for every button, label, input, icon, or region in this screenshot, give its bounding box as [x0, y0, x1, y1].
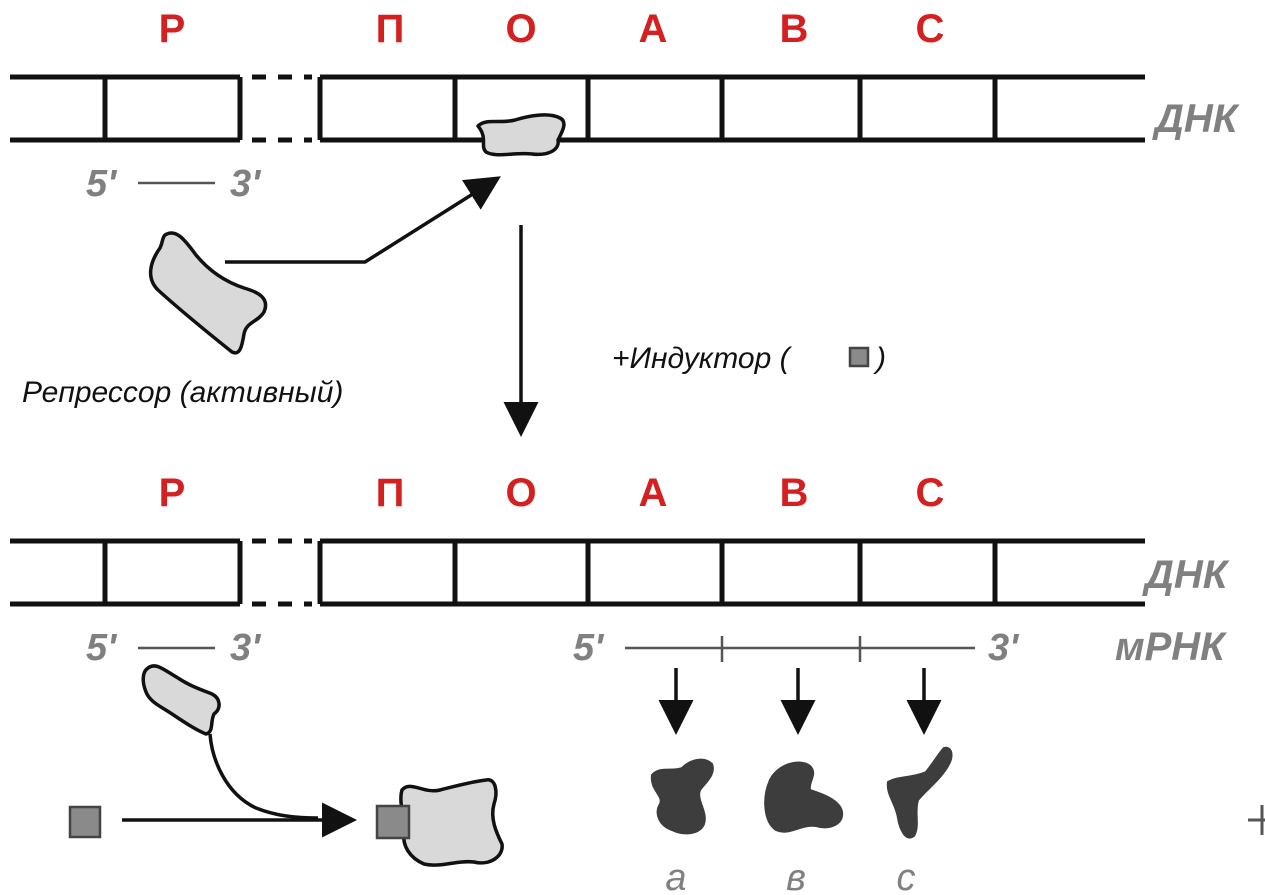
- gene-label-b: В: [780, 7, 809, 51]
- protein-a-label: а: [665, 857, 686, 895]
- active-repressor-shape: [148, 231, 268, 355]
- dna-label-bottom: ДНК: [1142, 553, 1230, 597]
- gene-label-promoter-bottom: П: [376, 471, 405, 515]
- gene-label-a: А: [639, 7, 668, 51]
- gene-label-promoter: П: [376, 7, 405, 51]
- gene-label-a-bottom: А: [639, 471, 668, 515]
- bottom-dna-strand: [10, 538, 1145, 607]
- three-prime-label-bottom: 3': [230, 627, 262, 669]
- bottom-gene-labels: Р П О А В С: [159, 471, 945, 515]
- top-gene-labels: Р П О А В С: [159, 7, 945, 51]
- top-prime-labels: 5' 3': [86, 163, 262, 205]
- protein-c-shape: [886, 746, 953, 839]
- gene-label-operator: О: [505, 7, 536, 51]
- mrna-three-prime: 3': [988, 627, 1020, 669]
- repressor-caption: Репрессор (активный): [22, 376, 343, 409]
- five-prime-label-bottom: 5': [86, 627, 118, 669]
- detached-repressor-shape: [141, 664, 221, 736]
- dna-label-top: ДНК: [1152, 97, 1240, 141]
- inducer-legend-square: [848, 346, 870, 368]
- protein-b-shape: [764, 761, 844, 833]
- top-dna-strand: [10, 74, 1145, 143]
- mrna-label: мРНК: [1115, 625, 1227, 669]
- three-prime-label-top: 3': [230, 163, 262, 205]
- inactive-repressor-shape: [399, 778, 504, 867]
- inducer-caption-close: ): [873, 342, 886, 375]
- bound-inducer-square: [375, 804, 411, 840]
- gene-label-regulator-bottom: Р: [159, 471, 186, 515]
- mrna-five-prime: 5': [573, 627, 605, 669]
- protein-b-label: в: [786, 857, 806, 895]
- bound-repressor-shape: [476, 113, 566, 157]
- mrna-strand: 5' 3': [573, 627, 1020, 669]
- gene-label-c: С: [916, 7, 945, 51]
- protein-a-shape: [650, 758, 714, 835]
- gene-label-c-bottom: С: [916, 471, 945, 515]
- inducer-square: [68, 805, 102, 839]
- repressor-binding-arrow: [225, 176, 501, 264]
- repressor-to-complex-curve: [208, 733, 319, 820]
- protein-c-label: с: [897, 857, 916, 895]
- inducer-caption: +Индуктор (: [612, 342, 793, 375]
- gene-label-operator-bottom: О: [505, 471, 536, 515]
- gene-label-regulator: Р: [159, 7, 186, 51]
- bottom-prime-labels: 5' 3': [86, 627, 262, 669]
- gene-label-b-bottom: В: [780, 471, 809, 515]
- five-prime-label-top: 5': [86, 163, 118, 205]
